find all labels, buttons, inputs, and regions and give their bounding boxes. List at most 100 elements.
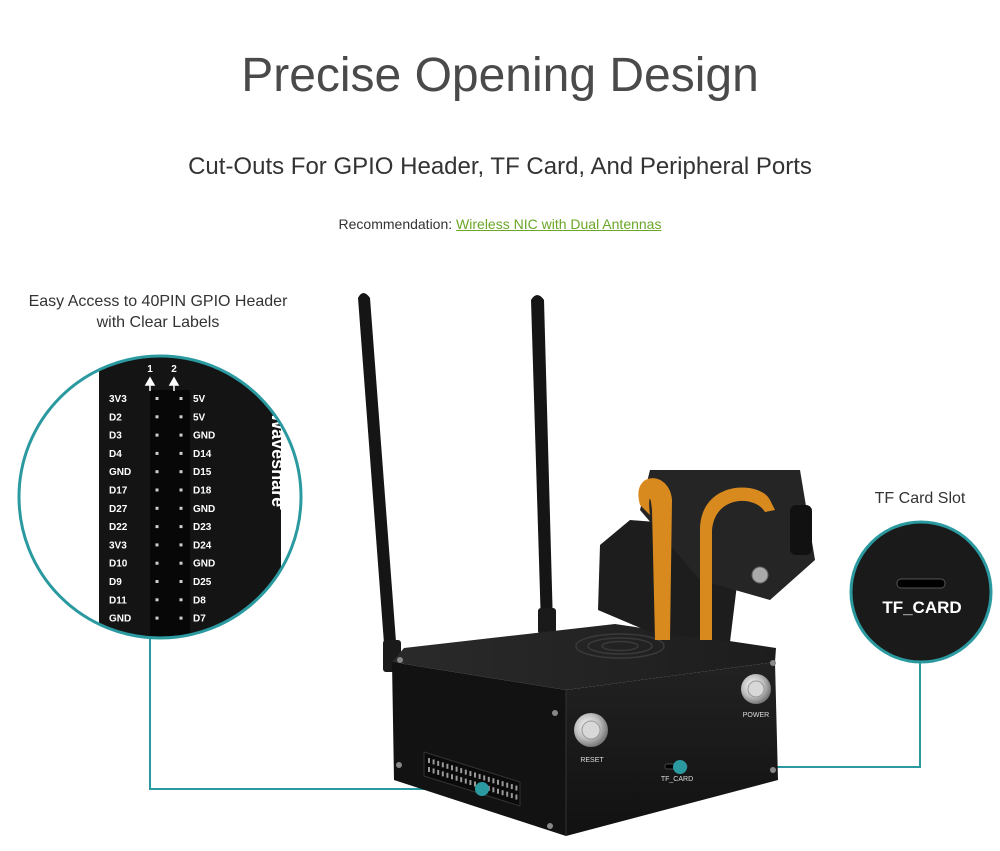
gpio-pin-left-label: D10 bbox=[109, 559, 128, 570]
gpio-pin-dot bbox=[179, 433, 183, 437]
gpio-pin-right-label: D8 bbox=[193, 595, 206, 606]
gpio-pin-left-label: D22 bbox=[109, 522, 128, 533]
side-header-pin bbox=[437, 769, 440, 775]
gpio-pin-dot bbox=[179, 525, 183, 529]
side-header-pin bbox=[474, 781, 476, 787]
gpio-pin-dot bbox=[155, 580, 159, 583]
gpio-pin-dot bbox=[179, 616, 183, 620]
power-label: POWER bbox=[743, 712, 769, 719]
gpio-pin-left-label: GND bbox=[109, 467, 131, 478]
gpio-pin-left-label: D17 bbox=[109, 486, 128, 497]
gpio-pin-right-label: GND bbox=[193, 504, 215, 515]
antenna-right bbox=[531, 295, 556, 634]
page-title: Precise Opening Design bbox=[241, 49, 759, 102]
gpio-pin-dot bbox=[179, 397, 183, 400]
gpio-caption: Easy Access to 40PIN GPIO Header with Cl… bbox=[10, 291, 306, 333]
side-header-pin bbox=[451, 765, 453, 771]
power-button bbox=[741, 674, 771, 704]
tf-caption: TF Card Slot bbox=[874, 490, 966, 507]
side-header-pin bbox=[446, 763, 449, 769]
gpio-pin-dot bbox=[155, 598, 159, 602]
gpio-pin-dot bbox=[155, 488, 159, 492]
gpio-pin-right-label: GND bbox=[193, 431, 215, 442]
gpio-pin-left-label: D9 bbox=[109, 577, 122, 588]
gpio-pin-dot bbox=[179, 543, 183, 547]
gpio-pin-left-label: D11 bbox=[109, 595, 127, 606]
side-header-pin bbox=[441, 771, 444, 777]
gpio-pin-left-label: 3V3 bbox=[109, 540, 127, 551]
side-header-pin bbox=[497, 779, 499, 785]
side-header-pin bbox=[464, 778, 467, 784]
gpio-pin-right-label: D18 bbox=[193, 486, 212, 497]
gpio-pin-dot bbox=[155, 433, 159, 437]
gpio-pin-right-label: 5V bbox=[193, 412, 206, 423]
gpio-pin-right-label: D24 bbox=[193, 540, 212, 551]
side-header-pin bbox=[492, 778, 495, 784]
gpio-zoom: 3V3D2D3D4GNDD17D27D223V3D10D9D11GND5V5VG… bbox=[17, 354, 303, 640]
gpio-pin-left-label: 3V3 bbox=[109, 394, 127, 405]
gpio-pin-left-label: D2 bbox=[109, 412, 122, 423]
side-gpio-header bbox=[423, 751, 521, 807]
side-header-pin bbox=[464, 769, 467, 775]
gpio-pin-dot bbox=[179, 561, 183, 565]
side-header-pin bbox=[428, 758, 430, 763]
page-subtitle: Cut-Outs For GPIO Header, TF Card, And P… bbox=[188, 153, 812, 180]
side-header-pin bbox=[460, 777, 463, 783]
side-header-pin bbox=[441, 762, 444, 768]
side-header-pin bbox=[469, 771, 472, 777]
gpio-pin-dot bbox=[179, 488, 183, 492]
side-header-pin bbox=[474, 772, 476, 778]
side-header-pin bbox=[478, 773, 481, 779]
side-header-pin bbox=[428, 767, 430, 772]
recommendation-link[interactable]: Wireless NIC with Dual Antennas bbox=[456, 216, 662, 232]
antenna-left bbox=[358, 293, 401, 672]
gpio-pin-left-label: D27 bbox=[109, 504, 128, 515]
gpio-pin-dot bbox=[179, 470, 183, 474]
gpio-callout-line bbox=[149, 636, 482, 790]
gpio-pin-dot bbox=[179, 415, 183, 419]
gpio-pin-right-label: GND bbox=[193, 559, 215, 570]
side-header-pin bbox=[510, 784, 513, 790]
fan-vent bbox=[575, 633, 665, 659]
side-header-pin bbox=[483, 775, 486, 781]
gpio-pin-left-label: D4 bbox=[109, 449, 122, 460]
side-header-pin bbox=[455, 775, 458, 781]
gpio-pin-left-label: GND bbox=[109, 614, 131, 625]
side-header-pin bbox=[510, 793, 513, 799]
gpio-pin-left-label: D3 bbox=[109, 431, 122, 442]
gpio-brand: Waveshare bbox=[268, 413, 288, 507]
gpio-caption-line1: Easy Access to 40PIN GPIO Header bbox=[28, 293, 288, 310]
side-header-pin bbox=[501, 781, 504, 787]
side-header-pin bbox=[469, 780, 472, 786]
gpio-pin-dot bbox=[155, 561, 159, 565]
gpio-pin-dot bbox=[179, 451, 183, 455]
side-header-pin bbox=[492, 787, 495, 793]
gpio-pin-right-label: D14 bbox=[193, 449, 212, 460]
gpio-pin-right-label: D23 bbox=[193, 522, 212, 533]
side-header-pin bbox=[451, 774, 453, 780]
tf-label: TF_CARD bbox=[661, 776, 693, 783]
side-header-pin bbox=[501, 790, 504, 796]
side-header-pin bbox=[515, 785, 518, 791]
tf-callout-dot bbox=[673, 760, 687, 774]
side-header-pin bbox=[446, 772, 449, 778]
gpio-pin-dot bbox=[155, 451, 159, 455]
gpio-column-1: 1 bbox=[147, 364, 153, 375]
gpio-column-2: 2 bbox=[171, 364, 177, 375]
gpio-pin-dot bbox=[155, 616, 159, 620]
reset-label: RESET bbox=[580, 757, 604, 764]
gpio-pin-dot bbox=[155, 470, 159, 474]
side-header-pin bbox=[455, 766, 458, 772]
gpio-pin-dot bbox=[179, 580, 183, 583]
gpio-callout-dot bbox=[475, 782, 489, 796]
gpio-pin-right-label: 5V bbox=[193, 394, 206, 405]
gpio-pin-dot bbox=[179, 598, 183, 602]
side-header-pin bbox=[497, 788, 499, 794]
device-case bbox=[392, 624, 778, 836]
tf-zoom: TF_CARD bbox=[849, 520, 993, 664]
recommendation: Recommendation: Wireless NIC with Dual A… bbox=[0, 215, 1000, 233]
tf-zoom-label: TF_CARD bbox=[882, 598, 961, 617]
side-header-pin bbox=[506, 782, 509, 788]
gpio-pin-right-label: D7 bbox=[193, 614, 206, 625]
